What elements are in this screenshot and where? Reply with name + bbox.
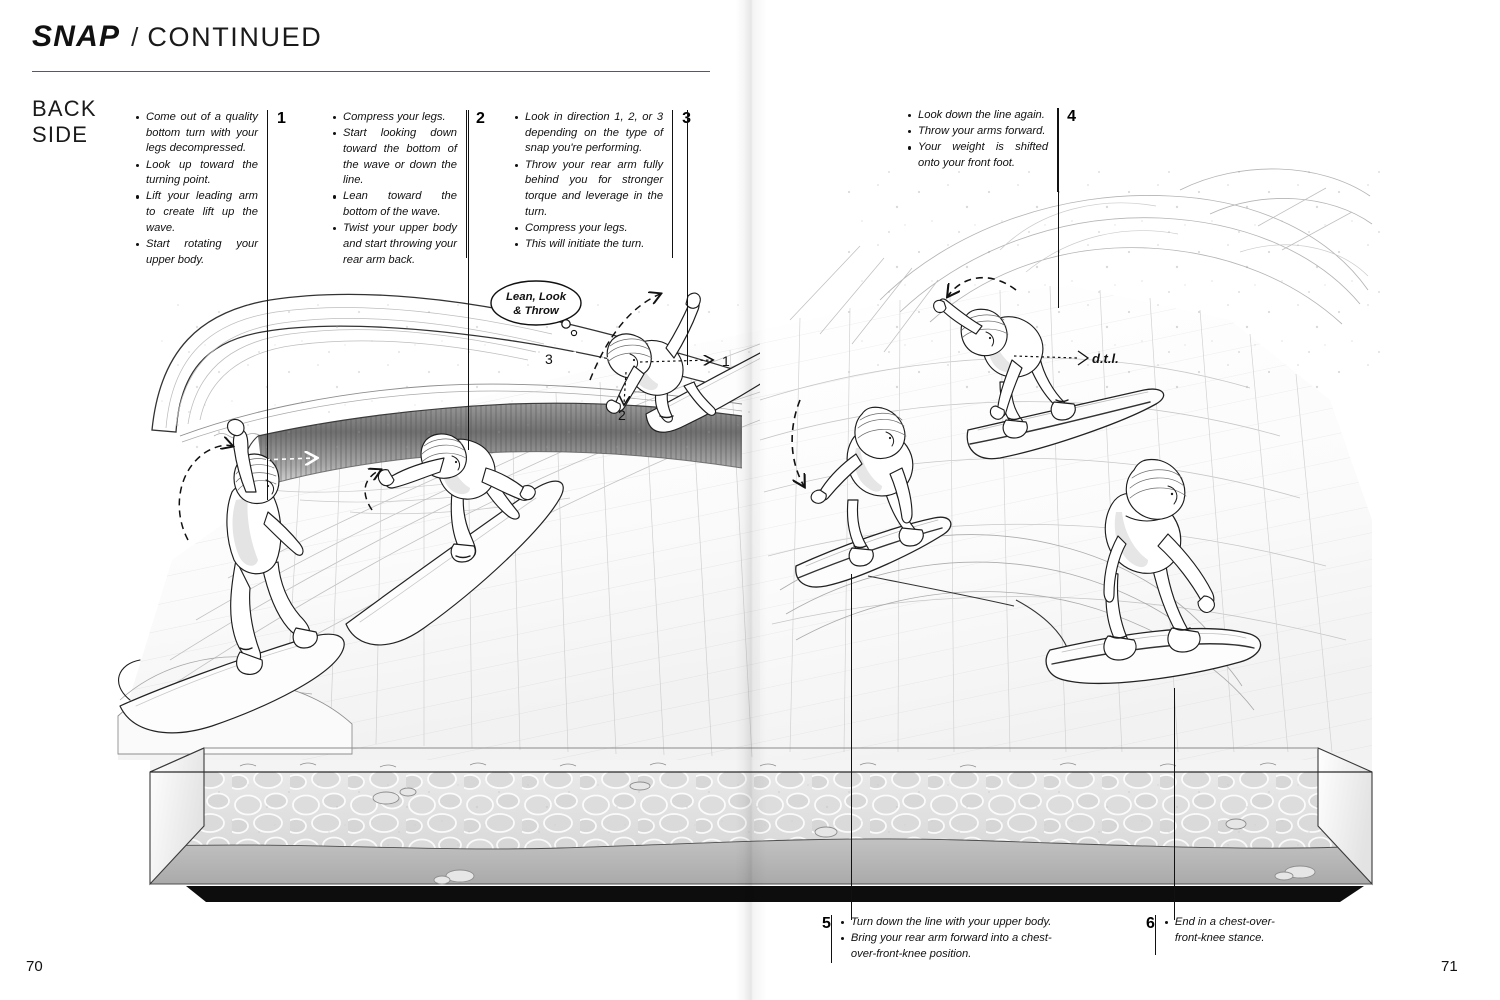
page-title: SNAP [32, 20, 121, 53]
step-6-divider [1154, 915, 1156, 955]
title-separator: / [131, 22, 139, 52]
bullet: Come out of a quality bottom turn with y… [136, 110, 258, 157]
direction-label-3: 3 [545, 351, 553, 367]
bullet: Lean toward the bottom of the wave. [333, 189, 457, 220]
leader-line-4 [1058, 108, 1059, 308]
step-5-number: 5 [822, 915, 831, 932]
direction-indicators: 1 2 3 [545, 351, 730, 423]
surfer-figure-1 [118, 418, 345, 734]
step-3-bullets: Look in direction 1, 2, or 3 depending o… [515, 110, 663, 253]
page-header: SNAP / CONTINUED [32, 22, 722, 52]
bullet: This will initiate the turn. [515, 237, 663, 253]
bullet: Compress your legs. [515, 221, 663, 237]
step-1-bullets: Come out of a quality bottom turn with y… [136, 110, 258, 269]
step-6-number-group: 6 [1146, 915, 1165, 955]
leader-line-2 [468, 110, 469, 450]
step-callout-1: Come out of a quality bottom turn with y… [136, 110, 286, 269]
section-label: BACK SIDE [32, 96, 97, 147]
step-2-divider [466, 110, 467, 258]
dtl-label: d.t.l. [1092, 351, 1119, 366]
step-5-bullets: Turn down the line with your upper body.… [840, 915, 1057, 963]
surfer-figure-4 [933, 298, 1165, 460]
bullet: End in a chest-over-front-knee stance. [1164, 915, 1281, 946]
bullet: Throw your rear arm fully behind you for… [515, 158, 663, 221]
step-4-number: 4 [1067, 108, 1076, 125]
motion-arc-3 [589, 294, 660, 381]
callout-bubble-lean-look-throw: Lean, Look & Throw [490, 280, 582, 337]
step-callout-4: Look down the line again. Throw your arm… [908, 108, 1076, 192]
step-6-number: 6 [1146, 915, 1155, 932]
step-4-divider [1057, 108, 1059, 192]
header-rule [32, 71, 710, 72]
step-3-number: 3 [682, 110, 691, 127]
seafloor-cross-section [149, 747, 1373, 902]
leader-line-5 [851, 574, 852, 920]
page-subtitle: CONTINUED [147, 22, 323, 52]
step-2-number: 2 [476, 110, 485, 127]
bullet: Start looking down toward the bottom of … [333, 126, 457, 189]
bullet: Look up toward the turning point. [136, 158, 258, 189]
step-2-bullets: Compress your legs. Start looking down t… [333, 110, 457, 269]
bullet: Look down the line again. [908, 108, 1048, 124]
step-5-divider [830, 915, 832, 963]
step-5-number-group: 5 [822, 915, 841, 963]
bullet: Bring your rear arm forward into a chest… [840, 931, 1057, 962]
step-3-divider [672, 110, 674, 258]
bullet: Turn down the line with your upper body. [840, 915, 1057, 931]
direction-label-2: 2 [618, 407, 626, 423]
bullet: Look in direction 1, 2, or 3 depending o… [515, 110, 663, 157]
section-label-line-2: SIDE [32, 121, 89, 147]
page-number-left: 70 [26, 958, 43, 975]
bullet: Twist your upper body and start throwing… [333, 221, 457, 268]
bullet: Throw your arms forward. [908, 124, 1048, 140]
step-callout-2: Compress your legs. Start looking down t… [333, 110, 485, 269]
surfer-figure-6 [1045, 458, 1262, 685]
step-4-number-group: 4 [1048, 108, 1076, 192]
step-2-number-group: 2 [457, 110, 485, 258]
leader-line-6 [1174, 688, 1175, 920]
bubble-line-2: & Throw [513, 305, 560, 317]
bullet: Your weight is shifted onto your front f… [908, 140, 1048, 171]
down-the-line-annotation: d.t.l. [1013, 350, 1119, 366]
step-callout-5: 5 Turn down the line with your upper bod… [822, 915, 1082, 963]
bullet: Start rotating your upper body. [136, 237, 258, 268]
leader-line-3 [687, 110, 688, 365]
motion-arc-1 [178, 445, 232, 541]
step-4-bullets: Look down the line again. Throw your arm… [908, 108, 1048, 172]
bullet: Lift your leading arm to create lift up … [136, 189, 258, 236]
motion-arc-4 [948, 276, 1017, 296]
surfer-figure-2 [345, 433, 564, 646]
direction-label-1: 1 [722, 353, 730, 369]
bullet: Compress your legs. [333, 110, 457, 126]
step-callout-6: 6 End in a chest-over-front-knee stance. [1146, 915, 1326, 955]
leader-line-1 [267, 110, 268, 500]
step-3-number-group: 3 [663, 110, 691, 258]
step-callout-3: Look in direction 1, 2, or 3 depending o… [515, 110, 691, 258]
motion-arc-2 [364, 470, 380, 511]
section-label-line-1: BACK [32, 96, 97, 121]
step-1-number: 1 [277, 110, 286, 127]
surfer-figure-5 [795, 406, 952, 588]
step-6-bullets: End in a chest-over-front-knee stance. [1164, 915, 1281, 947]
page-number-right: 71 [1441, 958, 1458, 975]
bubble-line-1: Lean, Look [506, 291, 567, 303]
